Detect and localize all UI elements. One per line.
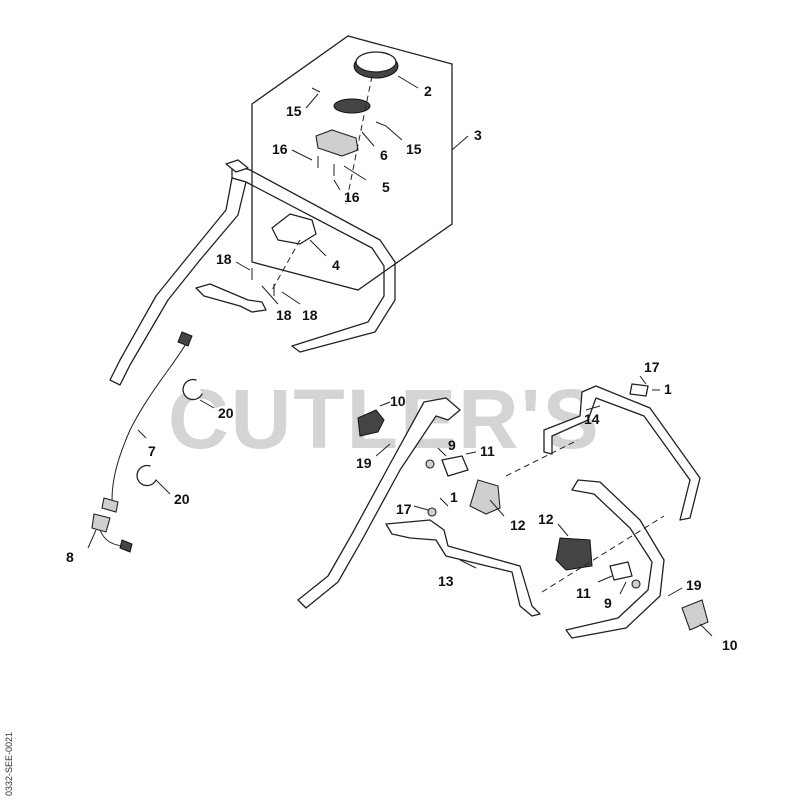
callout-12: 12 [538,511,554,527]
switch-housing-b [555,537,593,571]
callout-18: 18 [216,251,232,267]
callout-10: 10 [390,393,406,409]
callouts: 2 15 15 3 16 6 5 16 18 4 18 18 17 1 10 1… [66,83,738,653]
upper-handle-right [297,397,665,639]
callout-18: 18 [276,307,292,323]
clip-upper-right [629,383,649,397]
control-unit-inset [251,35,453,296]
callout-14: 14 [584,411,600,427]
spacer-lower [609,561,633,581]
callout-7: 7 [148,443,156,459]
bracket-lower [681,599,709,631]
callout-20: 20 [174,491,190,507]
callout-15: 15 [406,141,422,157]
callout-6: 6 [380,147,388,163]
nut-a [427,507,437,517]
axis-lower [541,515,665,593]
callout-5: 5 [382,179,390,195]
callout-17: 17 [396,501,412,517]
callout-20: 20 [218,405,234,421]
callout-19: 19 [686,577,702,593]
callout-17: 17 [644,359,660,375]
document-id: 0332-SEE-0021 [4,732,14,796]
callout-10: 10 [722,637,738,653]
lever-upper [543,385,701,521]
bushing-lower [631,579,641,589]
spacer-upper [441,455,469,477]
callout-8: 8 [66,549,74,565]
lever-bracket [195,283,267,313]
control-cable [101,331,193,513]
callout-16: 16 [344,189,360,205]
upper-handle-left [109,159,396,386]
callout-2: 2 [424,83,432,99]
cable-connector [91,513,133,553]
lever-lower [385,519,541,617]
bracket-upper [357,409,385,437]
leader-lines [87,75,713,637]
switch-housing-a [469,479,501,515]
callout-11: 11 [480,443,495,459]
callout-4: 4 [332,257,340,273]
callout-9: 9 [448,437,456,453]
axis-upper [505,439,579,477]
bushing-upper [425,459,435,469]
callout-9: 9 [604,595,612,611]
callout-3: 3 [474,127,482,143]
clip-lower [136,464,157,487]
callout-19: 19 [356,455,372,471]
callout-16: 16 [272,141,288,157]
callout-1: 1 [664,381,672,397]
clip-upper [182,378,203,401]
callout-18: 18 [302,307,318,323]
callout-15: 15 [286,103,302,119]
callout-1: 1 [450,489,458,505]
callout-11: 11 [576,585,591,601]
callout-12: 12 [510,517,526,533]
callout-13: 13 [438,573,454,589]
